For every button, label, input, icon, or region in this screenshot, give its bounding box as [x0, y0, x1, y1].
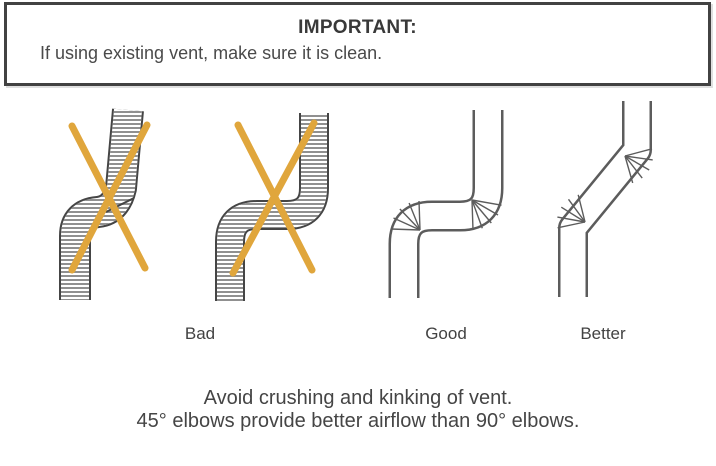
better-vent-figure — [557, 101, 653, 297]
good-vent-figure — [388, 110, 504, 298]
notice-title: IMPORTANT: — [298, 17, 417, 38]
cross-out-icon — [68, 121, 151, 274]
caption: Avoid crushing and kinking of vent. 45° … — [0, 387, 716, 433]
notice-body: If using existing vent, make sure it is … — [40, 43, 383, 63]
cross-line — [229, 119, 318, 277]
label-good: Good — [425, 324, 467, 343]
elbow-fan-lines — [390, 199, 502, 231]
caption-line-1: Avoid crushing and kinking of vent. — [203, 387, 513, 409]
label-better: Better — [580, 324, 626, 343]
crush-crease-line — [105, 197, 135, 213]
bad-vent-figure-1 — [59, 108, 151, 300]
flex-duct — [59, 108, 144, 300]
cross-out-icon — [229, 119, 318, 277]
elbow-fan-lines — [557, 148, 653, 229]
rigid-duct — [558, 101, 652, 297]
flex-duct — [215, 113, 329, 301]
important-notice-box: IMPORTANT: If using existing vent, make … — [4, 2, 711, 86]
bad-vent-figure-2 — [215, 113, 329, 301]
caption-line-2: 45° elbows provide better airflow than 9… — [136, 410, 580, 432]
label-bad: Bad — [184, 324, 216, 343]
cross-line — [68, 121, 151, 274]
rigid-duct — [388, 110, 504, 298]
